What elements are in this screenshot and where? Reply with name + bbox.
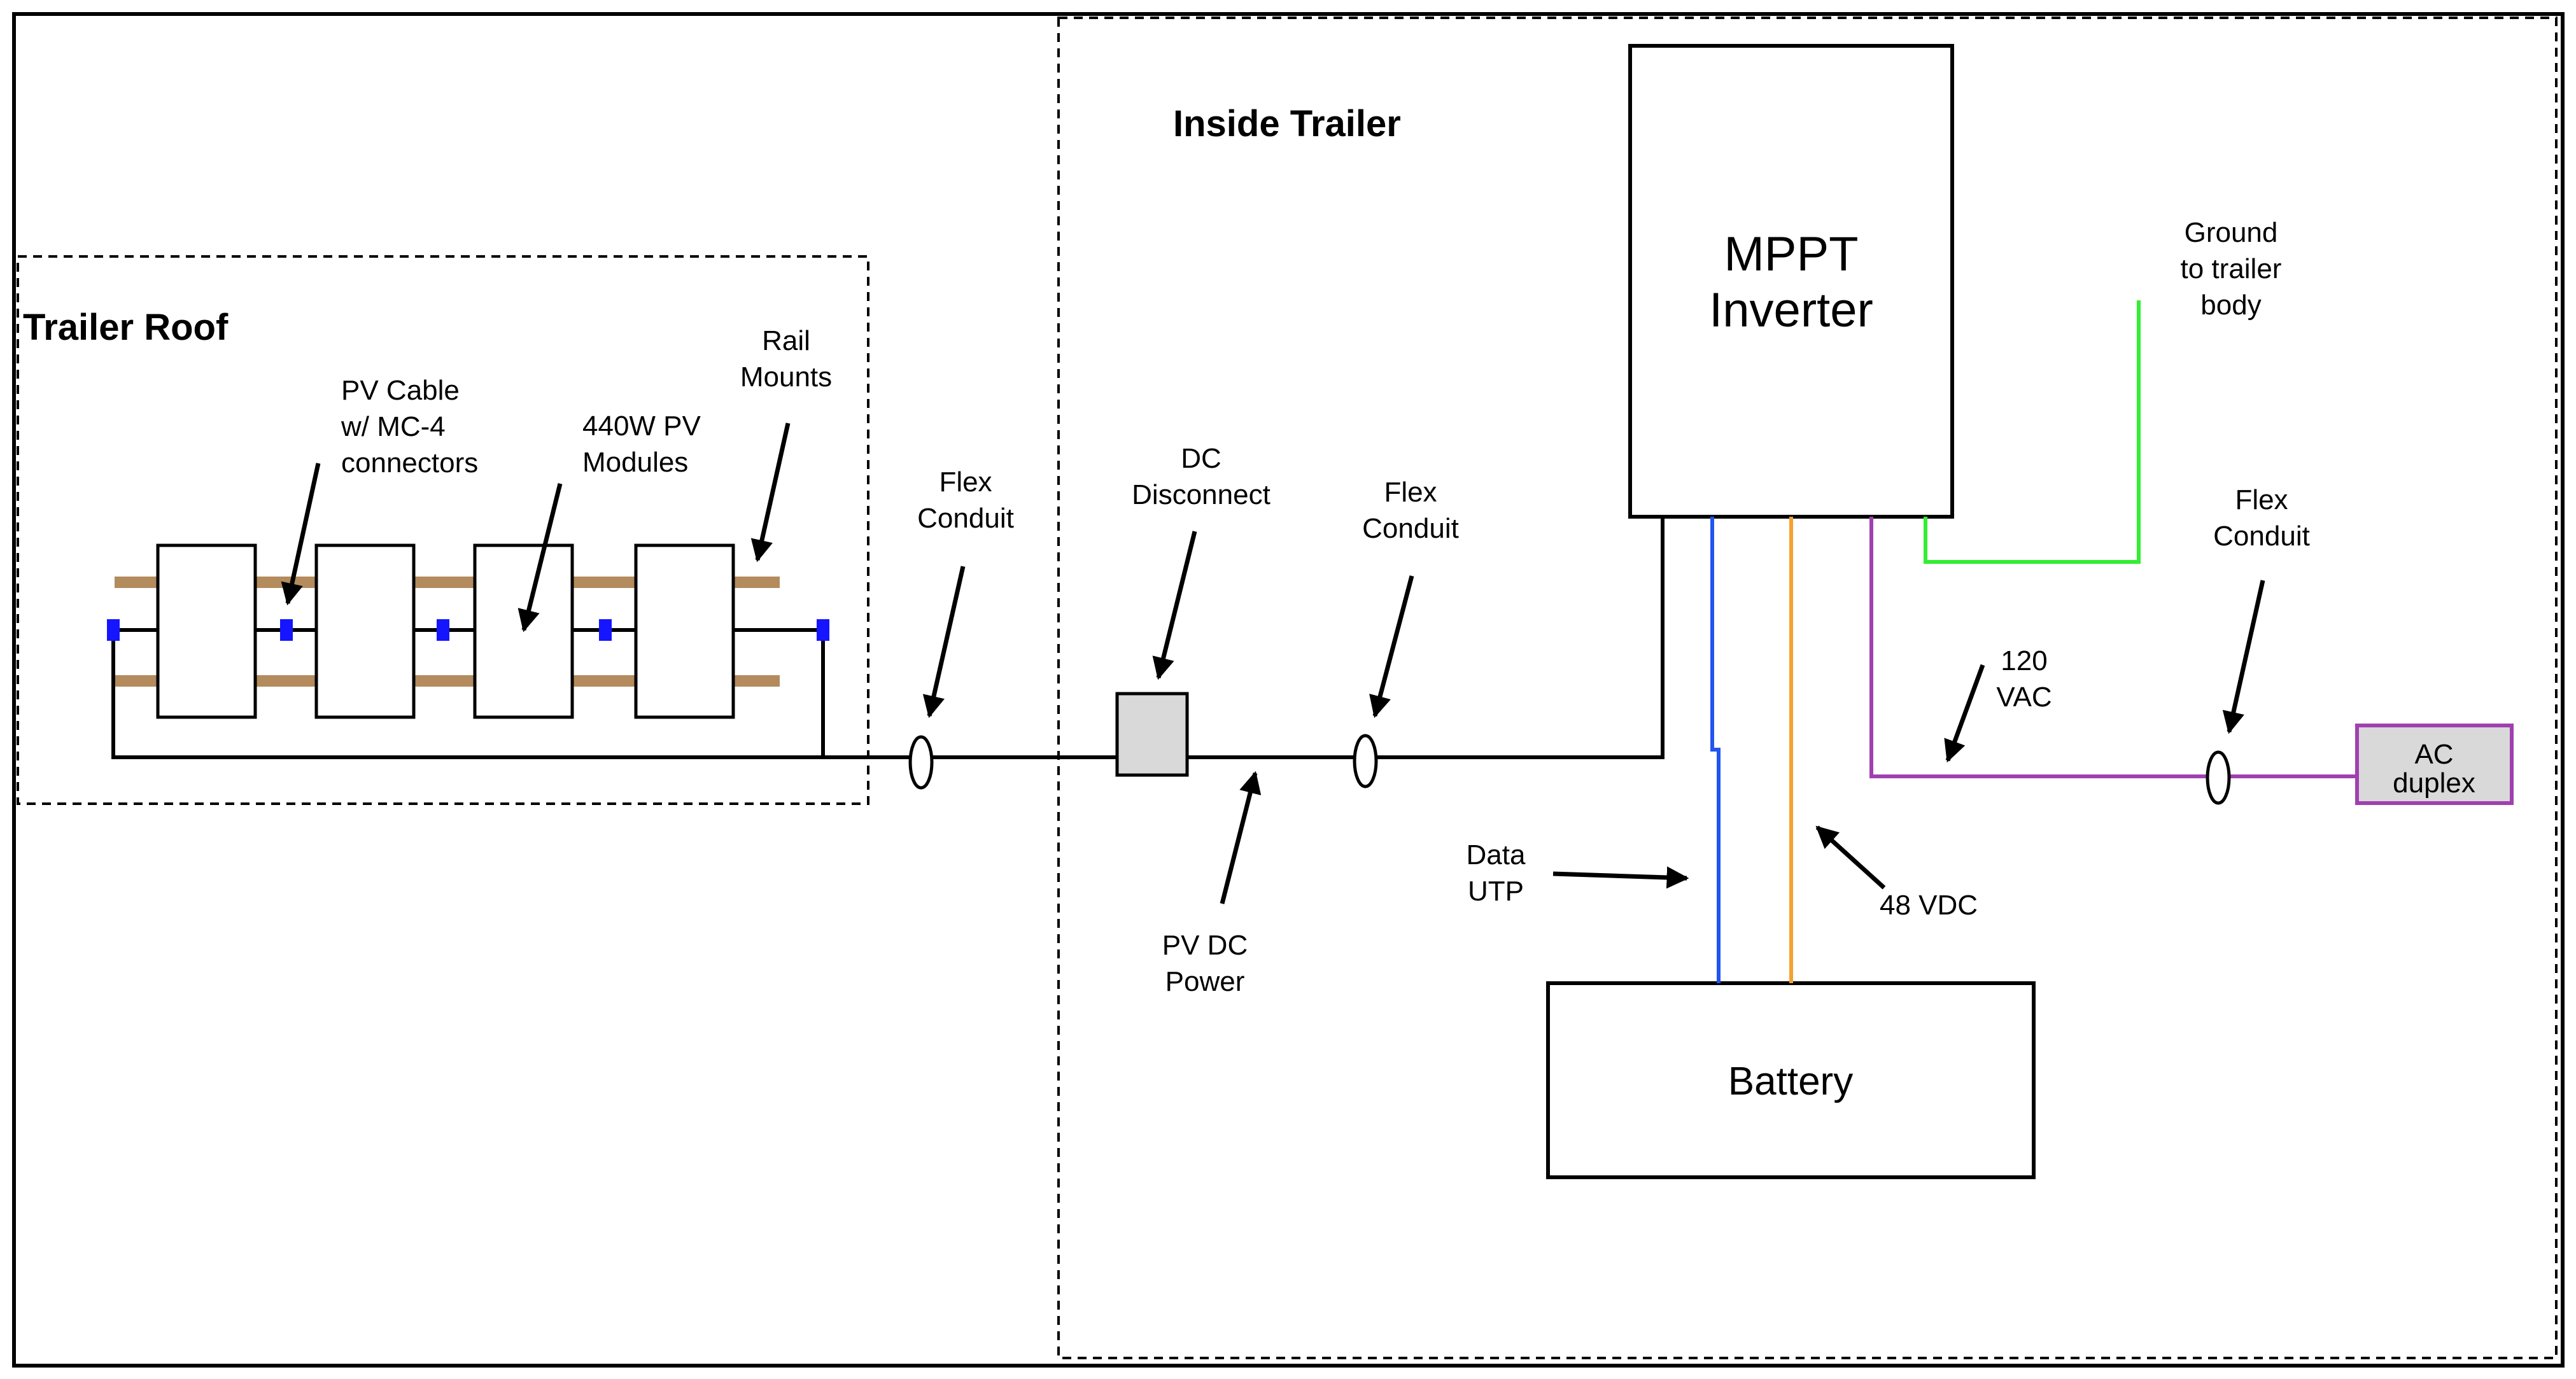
vac-label: 120 — [2001, 645, 2047, 676]
ac-duplex — [2355, 724, 2514, 805]
flex-conduit-1-label: Flex — [939, 466, 992, 498]
ground-wire — [1924, 300, 2141, 564]
pv-modules — [156, 543, 735, 719]
svg-text:Conduit: Conduit — [2213, 521, 2310, 552]
pv-module — [473, 543, 574, 719]
flex-conduit-3 — [2206, 750, 2231, 805]
flex-conduit-3-arrow — [2222, 580, 2265, 734]
rail-mounts-arrow — [750, 423, 791, 563]
flex-conduit-1 — [908, 735, 934, 790]
inside-title: Inside Trailer — [1173, 103, 1401, 144]
pv-module — [314, 543, 416, 719]
svg-text:Modules: Modules — [582, 447, 688, 478]
pv-dc-power-arrow — [1220, 771, 1262, 904]
connector — [817, 619, 829, 641]
ac-120v-wire — [1869, 517, 2357, 778]
pv-string-return — [111, 630, 825, 759]
flex-conduit-2-label: Flex — [1384, 477, 1437, 508]
svg-text:w/ MC-4: w/ MC-4 — [341, 411, 446, 442]
callout-arrows — [281, 423, 2265, 904]
rail-mounts-label: Rail — [762, 325, 810, 356]
inverter-label-line1: MPPT — [1724, 227, 1858, 281]
pv-dc-power-wire — [823, 517, 1665, 759]
svg-text:UTP: UTP — [1468, 876, 1524, 907]
dc-disconnect-label: DC — [1181, 443, 1221, 474]
svg-text:Power: Power — [1165, 966, 1245, 997]
svg-text:VAC: VAC — [1996, 682, 2052, 713]
ac-duplex-label-line2: duplex — [2393, 767, 2475, 799]
pv-modules-arrow — [517, 483, 563, 633]
svg-text:body: body — [2200, 290, 2261, 321]
data-utp-arrow — [1552, 866, 1689, 889]
vdc-arrow — [1815, 825, 1886, 890]
pv-modules-label: 440W PV — [582, 410, 701, 442]
battery-label: Battery — [1728, 1060, 1853, 1103]
mppt-inverter — [1628, 44, 1954, 519]
pv-cable-arrow — [281, 463, 321, 606]
dc-disconnect-arrow — [1152, 531, 1197, 680]
connector — [280, 619, 293, 641]
svg-text:Conduit: Conduit — [917, 503, 1014, 534]
outer-border — [12, 12, 2565, 1368]
connector — [107, 619, 120, 641]
svg-text:to trailer: to trailer — [2181, 253, 2282, 284]
vdc-label: 48 VDC — [1880, 890, 1978, 921]
trailer-roof-region — [17, 255, 869, 805]
flex-conduit-2 — [1353, 734, 1378, 788]
svg-text:Conduit: Conduit — [1362, 513, 1459, 544]
pv-dc-power-label: PV DC — [1162, 930, 1248, 961]
svg-text:connectors: connectors — [341, 447, 478, 479]
pv-cable-label: PV Cable — [341, 375, 460, 406]
ground-label: Ground — [2185, 217, 2278, 248]
svg-text:Disconnect: Disconnect — [1132, 479, 1270, 510]
ac-duplex-label-line1: AC — [2414, 739, 2453, 770]
roof-title: Trailer Roof — [23, 307, 229, 348]
callout-labels: PV Cable w/ MC-4 connectors 440W PV Modu… — [341, 217, 2310, 997]
dc-disconnect — [1115, 692, 1189, 777]
data-utp-label: Data — [1467, 839, 1526, 871]
flex-conduit-2-arrow — [1369, 575, 1414, 718]
svg-text:Mounts: Mounts — [740, 361, 832, 393]
vac-arrow — [1944, 664, 1985, 763]
pv-module — [634, 543, 735, 719]
pv-module — [156, 543, 257, 719]
inside-trailer-region — [1057, 17, 2558, 1359]
flex-conduit-1-arrow — [922, 566, 966, 718]
connector — [437, 619, 449, 641]
mc4-connectors — [107, 619, 829, 641]
connector — [599, 619, 612, 641]
inverter-label-line2: Inverter — [1709, 283, 1873, 337]
data-utp-wire — [1710, 517, 1721, 983]
flex-conduit-3-label: Flex — [2235, 484, 2288, 515]
battery — [1546, 981, 2036, 1179]
